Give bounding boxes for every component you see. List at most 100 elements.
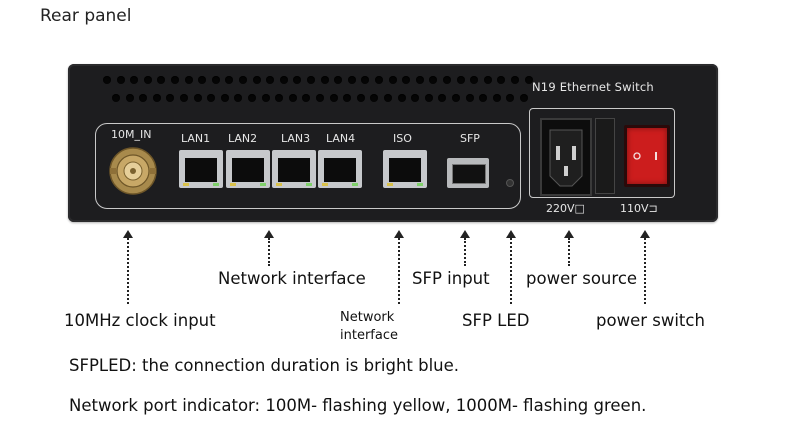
vent-hole — [307, 76, 315, 84]
voltage-110-label: 110V⊐ — [620, 202, 658, 215]
rj45-port-icon — [272, 150, 316, 188]
vent-hole — [220, 94, 229, 102]
vent-hole — [411, 94, 420, 102]
iso-pointer-line — [398, 238, 400, 304]
clock-input-callout: 10MHz clock input — [64, 311, 216, 330]
bnc-connector-icon — [108, 146, 158, 196]
vent-hole — [415, 76, 424, 84]
vent-hole — [143, 76, 152, 84]
vent-hole — [248, 94, 256, 102]
vent-hole — [370, 94, 379, 102]
power-source-pointer-line — [568, 238, 570, 266]
vent-hole — [361, 76, 370, 84]
network-pointer-line — [268, 238, 270, 266]
vent-hole — [320, 76, 329, 84]
arrow-up-icon — [123, 230, 133, 238]
page-title: Rear panel — [40, 6, 132, 26]
clock-port-label: 10M_IN — [111, 128, 152, 141]
network-interface-small-callout-line2: interface — [340, 328, 398, 343]
sfp-led-note: SFPLED: the connection duration is brigh… — [69, 356, 460, 375]
power-switch-callout: power switch — [596, 311, 705, 330]
vent-hole — [479, 94, 488, 102]
vent-hole — [198, 76, 207, 84]
vent-hole — [511, 76, 519, 84]
vent-hole — [139, 94, 148, 102]
rj45-port-icon — [383, 150, 427, 188]
vent-hole — [429, 76, 438, 84]
vent-hole — [239, 76, 247, 84]
lan1-label: LAN1 — [181, 132, 211, 145]
vent-hole — [116, 76, 125, 84]
vent-hole — [388, 76, 397, 84]
sfp-led-callout: SFP LED — [462, 311, 530, 330]
sfp-pointer-line — [464, 238, 466, 266]
iso-label: ISO — [393, 132, 412, 145]
vent-hole — [252, 76, 261, 84]
vent-hole — [424, 94, 433, 102]
power-section-frame — [529, 108, 675, 198]
vent-hole — [465, 94, 474, 102]
arrow-up-icon — [506, 230, 516, 238]
arrow-up-icon — [564, 230, 574, 238]
sfp-led-indicator — [506, 179, 514, 187]
vent-hole — [497, 76, 506, 84]
vent-hole — [275, 94, 284, 102]
vent-hole — [103, 76, 111, 84]
vent-hole — [288, 94, 297, 102]
rj45-port-icon — [318, 150, 362, 188]
vent-hole — [438, 94, 447, 102]
vent-hole — [470, 76, 479, 84]
vent-hole — [483, 76, 492, 84]
lan2-label: LAN2 — [228, 132, 258, 145]
vent-hole — [343, 94, 352, 102]
vent-hole — [329, 94, 338, 102]
vent-hole — [520, 94, 528, 102]
rj45-port-icon — [226, 150, 270, 188]
iec-power-inlet-icon — [540, 118, 592, 196]
vent-hole — [125, 94, 134, 102]
vent-hole — [384, 94, 392, 102]
rocker-switch-icon[interactable] — [624, 125, 670, 187]
vent-hole — [157, 76, 166, 84]
vent-hole — [112, 94, 120, 102]
arrow-up-icon — [394, 230, 404, 238]
lan4-label: LAN4 — [326, 132, 356, 145]
vent-hole — [225, 76, 234, 84]
device-model-label: N19 Ethernet Switch — [532, 80, 654, 94]
vent-hole — [207, 94, 216, 102]
arrow-up-icon — [640, 230, 650, 238]
vent-hole — [456, 76, 465, 84]
vent-hole — [356, 94, 365, 102]
vent-hole — [347, 76, 356, 84]
vent-hole — [452, 94, 460, 102]
vent-hole — [492, 94, 501, 102]
port-panel-frame — [95, 123, 521, 209]
vent-hole — [279, 76, 288, 84]
vent-hole — [130, 76, 139, 84]
vent-hole — [171, 76, 179, 84]
voltage-220-label: 220V□ — [546, 202, 585, 215]
vent-hole — [166, 94, 175, 102]
rj45-port-icon — [179, 150, 223, 188]
sfp-led-pointer-line — [510, 238, 512, 304]
power-switch-pointer-line — [644, 238, 646, 304]
vent-hole — [443, 76, 451, 84]
vent-hole — [375, 76, 383, 84]
vent-hole — [193, 94, 202, 102]
vent-hole — [506, 94, 515, 102]
network-interface-small-callout-line1: Network — [340, 310, 395, 325]
vent-hole — [402, 76, 411, 84]
vent-hole — [293, 76, 302, 84]
vent-hole — [184, 76, 193, 84]
vent-hole — [316, 94, 324, 102]
vent-hole — [524, 76, 533, 84]
vent-hole — [302, 94, 311, 102]
vent-hole — [334, 76, 343, 84]
sfp-label: SFP — [460, 132, 480, 145]
arrow-up-icon — [264, 230, 274, 238]
power-source-callout: power source — [526, 269, 638, 288]
port-indicator-note: Network port indicator: 100M- flashing y… — [69, 396, 647, 415]
clock-pointer-line — [127, 238, 129, 304]
vent-hole — [152, 94, 161, 102]
network-interface-callout: Network interface — [218, 269, 366, 288]
